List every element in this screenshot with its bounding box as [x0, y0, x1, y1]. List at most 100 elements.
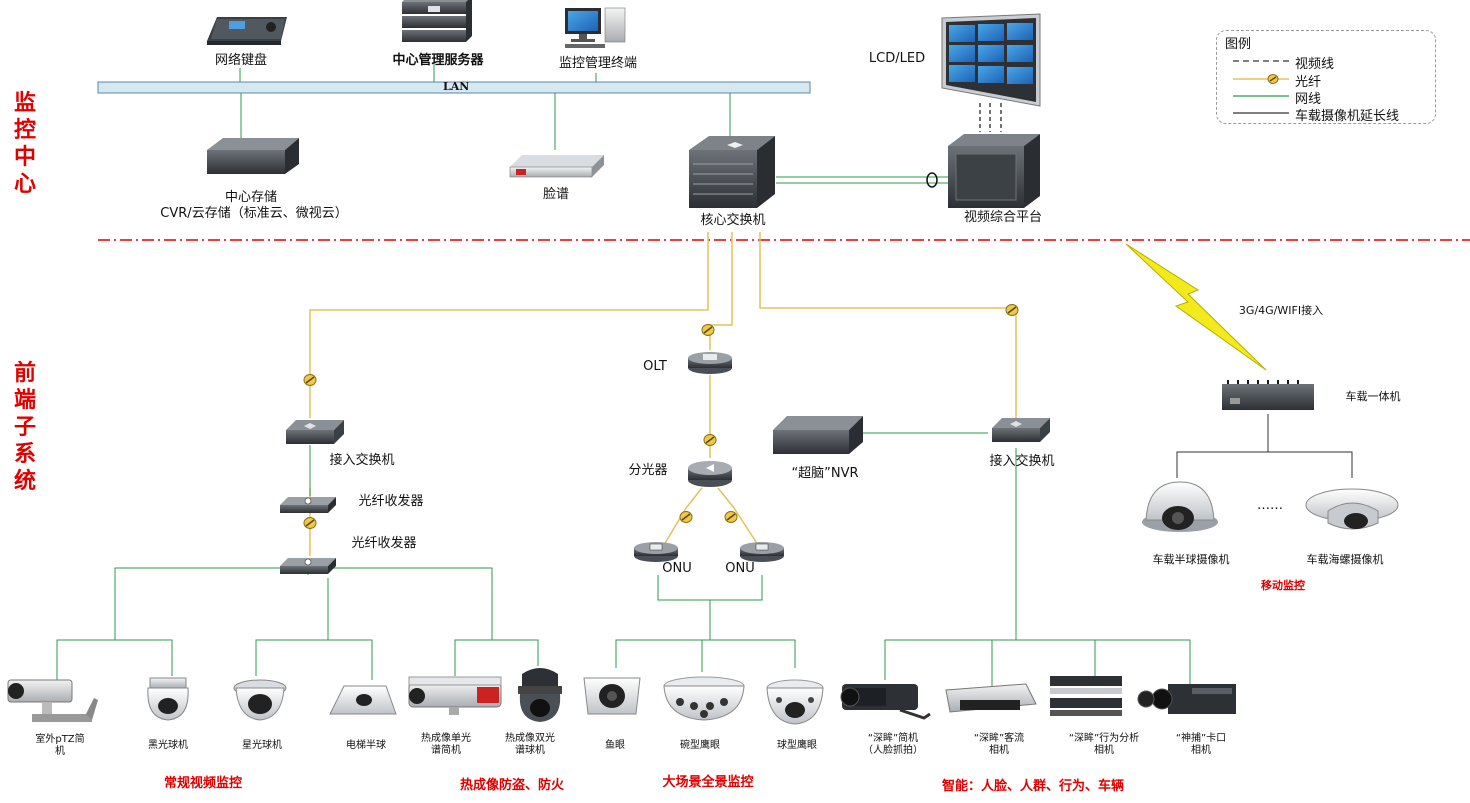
fiber-loop — [926, 172, 938, 188]
legend-label: 视频线 — [1295, 57, 1335, 72]
legend-swatch-dashed — [1233, 60, 1289, 62]
camera-label-blacklight: 黑光球机 — [148, 740, 188, 751]
label-olt: OLT — [643, 359, 667, 374]
legend-swatch-fiber — [1233, 74, 1289, 84]
label-onu-2: ONU — [725, 561, 755, 576]
label-network-keyboard: 网络键盘 — [214, 53, 268, 68]
network-keyboard-device — [207, 17, 287, 45]
nvr-device — [773, 416, 863, 454]
camera-label-ptz: 室外pTZ简 机 — [35, 734, 85, 757]
label-fiber-transceiver-2: 光纤收发器 — [351, 536, 417, 551]
label-vehicle-conch: 车载海螺摄像机 — [1306, 553, 1384, 566]
label-fiber-transceiver-1: 光纤收发器 — [358, 494, 424, 509]
camera-label-deep_bullet: “深眸”简机 （人脸抓拍） — [863, 733, 923, 756]
label-video-platform: 视频综合平台 — [963, 210, 1043, 225]
group-smart: 智能：人脸、人群、行为、车辆 — [941, 779, 1125, 794]
vehicle-conch-camera-device — [1305, 488, 1399, 530]
fiber-lines — [309, 232, 1017, 556]
face-library-server-device — [509, 155, 604, 178]
label-central-storage: 中心存储 — [224, 190, 278, 205]
lan-connections — [239, 56, 731, 150]
frontend-network-lines — [56, 432, 1191, 686]
legend-label: 光纤 — [1295, 75, 1322, 90]
vehicle-dome-camera-device — [1142, 481, 1218, 532]
camera-label-ball_eagle: 球型鹰眼 — [777, 740, 817, 751]
wireless-lightning — [1125, 243, 1267, 371]
label-cvr-cloud: CVR/云存储（标准云、微视云） — [160, 206, 348, 221]
legend-swatch-dark — [1233, 112, 1289, 114]
camera-blacklight-device — [147, 677, 189, 721]
video-platform-device — [948, 134, 1040, 208]
section-title-control-center: 监控中心 — [14, 91, 37, 197]
label-monitor-terminal: 监控管理终端 — [558, 56, 638, 71]
group-regular: 常规视频监控 — [163, 776, 243, 791]
video-lines — [979, 103, 1002, 132]
section-title-front-end: 前端子系统 — [14, 361, 37, 494]
vehicle-lines — [1176, 414, 1353, 478]
label-nvr: “超脑”NVR — [791, 466, 859, 481]
core-switch-device — [689, 136, 775, 208]
camera-deep-behavior-device — [1050, 676, 1122, 716]
fiber-transceiver-2-device — [279, 557, 337, 575]
camera-ptz-device — [7, 679, 98, 722]
core-to-platform-links — [776, 176, 950, 184]
access-switch-left-device — [286, 420, 344, 444]
onu-2-device — [739, 541, 785, 563]
vehicle-unit-device — [1222, 380, 1314, 410]
legend-item-network: 网线 — [1231, 88, 1431, 107]
label-central-server: 中心管理服务器 — [392, 53, 484, 68]
group-panorama: 大场景全景监控 — [662, 775, 754, 790]
camera-label-thermal_single: 热成像单光 谱简机 — [421, 733, 471, 756]
legend-title: 图例 — [1225, 37, 1252, 52]
camera-label-elevator: 电梯半球 — [346, 740, 386, 751]
group-mobile: 移动监控 — [1261, 579, 1305, 592]
legend: 图例 视频线 光纤 网线 车载摄像机延长线 — [1216, 30, 1436, 124]
camera-label-fisheye: 鱼眼 — [605, 740, 625, 751]
camera-label-deep_behavior: “深眸”行为分析 相机 — [1068, 733, 1140, 756]
camera-thermal-single-device — [408, 676, 502, 715]
camera-deep-flow-device — [945, 683, 1037, 713]
camera-ball-eagle-device — [766, 679, 824, 725]
fiber-transceiver-1-device — [279, 496, 337, 514]
label-vehicle-dome: 车载半球摄像机 — [1152, 553, 1230, 566]
label-access-switch-right: 接入交换机 — [989, 454, 1055, 469]
olt-device — [688, 352, 732, 374]
camera-fisheye-device — [583, 677, 641, 715]
lan-label: LAN — [443, 80, 470, 93]
group-thermal: 热成像防盗、防火 — [459, 778, 565, 793]
camera-elevator-device — [329, 685, 397, 715]
central-server-device — [402, 0, 472, 42]
label-access-switch-left: 接入交换机 — [329, 453, 395, 468]
splitter-device — [688, 461, 732, 487]
monitor-terminal-device — [565, 7, 626, 48]
legend-item-vehicle-ext: 车载摄像机延长线 — [1231, 105, 1431, 124]
label-splitter: 分光器 — [628, 463, 668, 478]
camera-label-bowl_eagle: 碗型鹰眼 — [680, 740, 720, 751]
camera-label-thermal_dual: 热成像双光 谱球机 — [505, 733, 555, 756]
legend-swatch-green — [1233, 95, 1289, 97]
legend-label: 车载摄像机延长线 — [1295, 109, 1400, 124]
camera-label-shenbu: “神捕”卡口 相机 — [1175, 733, 1227, 756]
camera-label-starlight: 星光球机 — [242, 740, 282, 751]
label-lcd-led: LCD/LED — [868, 51, 926, 66]
legend-item-video: 视频线 — [1231, 53, 1431, 72]
camera-shenbu-device — [1137, 684, 1236, 714]
lan-bus — [97, 81, 811, 94]
camera-bowl-eagle-device — [663, 676, 745, 721]
central-storage-device — [207, 138, 299, 174]
camera-thermal-dual-device — [518, 668, 562, 722]
label-vehicle-unit: 车载一体机 — [1345, 390, 1401, 403]
onu-1-device — [633, 541, 679, 563]
access-switch-right-device — [992, 418, 1050, 442]
camera-deep-bullet-device — [840, 684, 931, 720]
label-wireless: 3G/4G/WIFI接入 — [1238, 304, 1324, 317]
label-ellipsis: …… — [1257, 498, 1283, 513]
camera-starlight-device — [233, 679, 287, 721]
legend-label: 网线 — [1295, 92, 1322, 107]
legend-item-fiber: 光纤 — [1231, 71, 1431, 90]
label-onu-1: ONU — [662, 561, 692, 576]
lcd-led-wall-device — [941, 13, 1041, 107]
label-face-library: 脸谱 — [542, 187, 570, 202]
label-core-switch: 核心交换机 — [700, 213, 766, 228]
